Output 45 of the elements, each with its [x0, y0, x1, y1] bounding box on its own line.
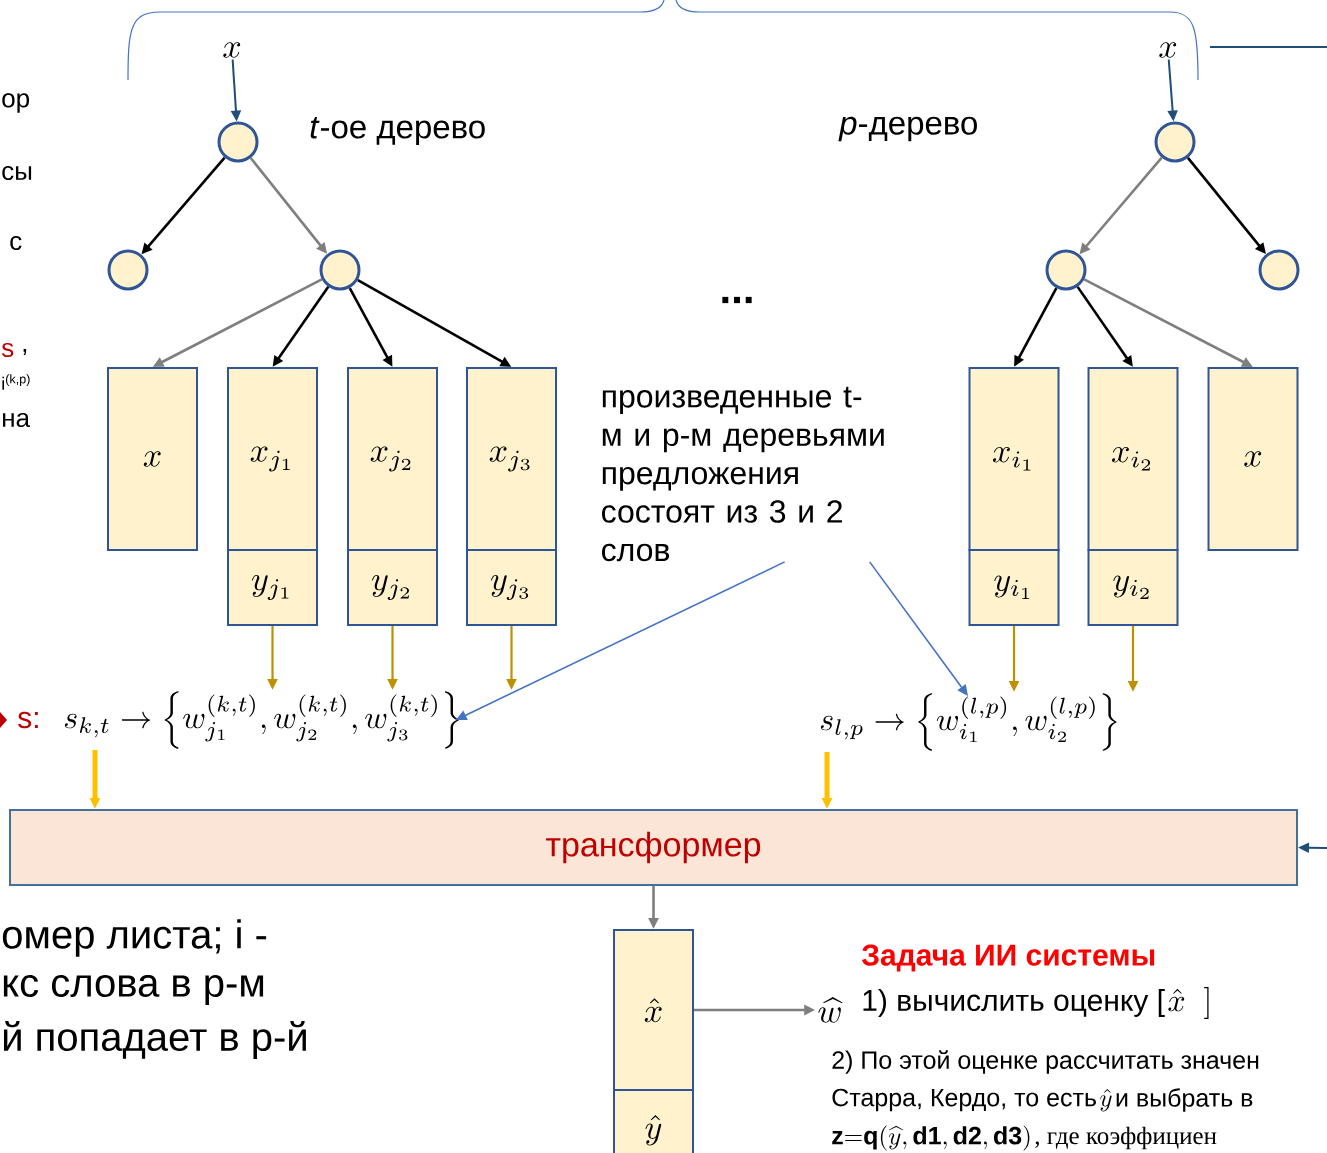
- tree-node-circle: [217, 121, 259, 163]
- transformer-box: трансформер: [9, 809, 1298, 886]
- text-fragment: й попадает в р-й: [4, 1021, 306, 1059]
- arrow: [868, 561, 968, 696]
- formula: $\hat{x}\ \ ]$: [1168, 987, 1209, 1019]
- description-text: произведенные t-м и р-м деревьями предложения состоят из 3 и 2 слов: [602, 386, 884, 562]
- formula: $\hat{y}$: [1100, 1088, 1112, 1112]
- formula: $\mathbf{z{=}q(}\widehat{y}, \mathbf{d1}, \mathbf{d2}, \mathbf{d3})$: [832, 1125, 1030, 1151]
- variable-box: $y_{j_1}$: [227, 549, 318, 626]
- text-fragment: с: [10, 235, 22, 251]
- word-set-formula: $s_{k,t} \rightarrow \left\{ w_{j_1}^{(k,t)}, w_{j_2}^{(k,t)}, w_{j_3}^{(k,t)} \right\}$: [64, 691, 459, 749]
- node-label: $\hat{y}$: [645, 1114, 662, 1146]
- variable-box: $y_{i_2}$: [1087, 549, 1179, 626]
- task-text: , где коэффициен: [1035, 1126, 1217, 1150]
- text-fragment: ор: [2, 93, 30, 113]
- variable-box: $y_{j_2}$: [347, 549, 438, 626]
- task-text: 2) По этой оценке рассчитать значен: [832, 1050, 1259, 1074]
- task-text: и выбрать в: [1116, 1088, 1253, 1112]
- text-fragment: s: [1, 342, 14, 358]
- task-text: 1) вычислить оценку [: [863, 989, 1165, 1017]
- text-fragment: сы: [2, 165, 32, 181]
- variable-box: $x$: [107, 367, 198, 551]
- tree-node-circle: [1154, 121, 1196, 163]
- word-set-formula: $s_{l,p} \rightarrow \left\{ w_{i_1}^{(l,p)}, w_{i_2}^{(l,p)} \right\}$: [820, 693, 1117, 751]
- tree-node-circle: [319, 249, 361, 291]
- variable-box: $y_{i_1}$: [968, 549, 1060, 626]
- heading: Задача ИИ системы: [861, 944, 1155, 972]
- tree-node-circle: [107, 249, 149, 291]
- task-text: Старра, Кердо, то есть: [832, 1088, 1096, 1112]
- tree-node-circle: [1258, 249, 1300, 291]
- variable-box: $x$: [1207, 367, 1299, 551]
- variable-box: $y_{j_3}$: [466, 549, 557, 626]
- ellipsis: ...: [722, 296, 752, 304]
- text-fragment: i$^{(k,p)}$: [2, 374, 30, 390]
- variable-box: $\hat{y}$: [613, 1089, 694, 1153]
- text-fragment: ,: [23, 348, 27, 356]
- tree-node-circle: [1045, 249, 1087, 291]
- math-label: $x$: [223, 42, 241, 58]
- math-label: $x$: [1159, 42, 1177, 58]
- set-label: s:: [18, 711, 38, 729]
- tree-label: t-ое дерево: [310, 116, 485, 146]
- tree-label: p-дерево: [838, 116, 977, 142]
- text-fragment: на: [3, 412, 30, 428]
- math-label: $\widehat{w}$: [818, 997, 843, 1023]
- text-fragment: кс слова в р-м: [3, 975, 264, 1005]
